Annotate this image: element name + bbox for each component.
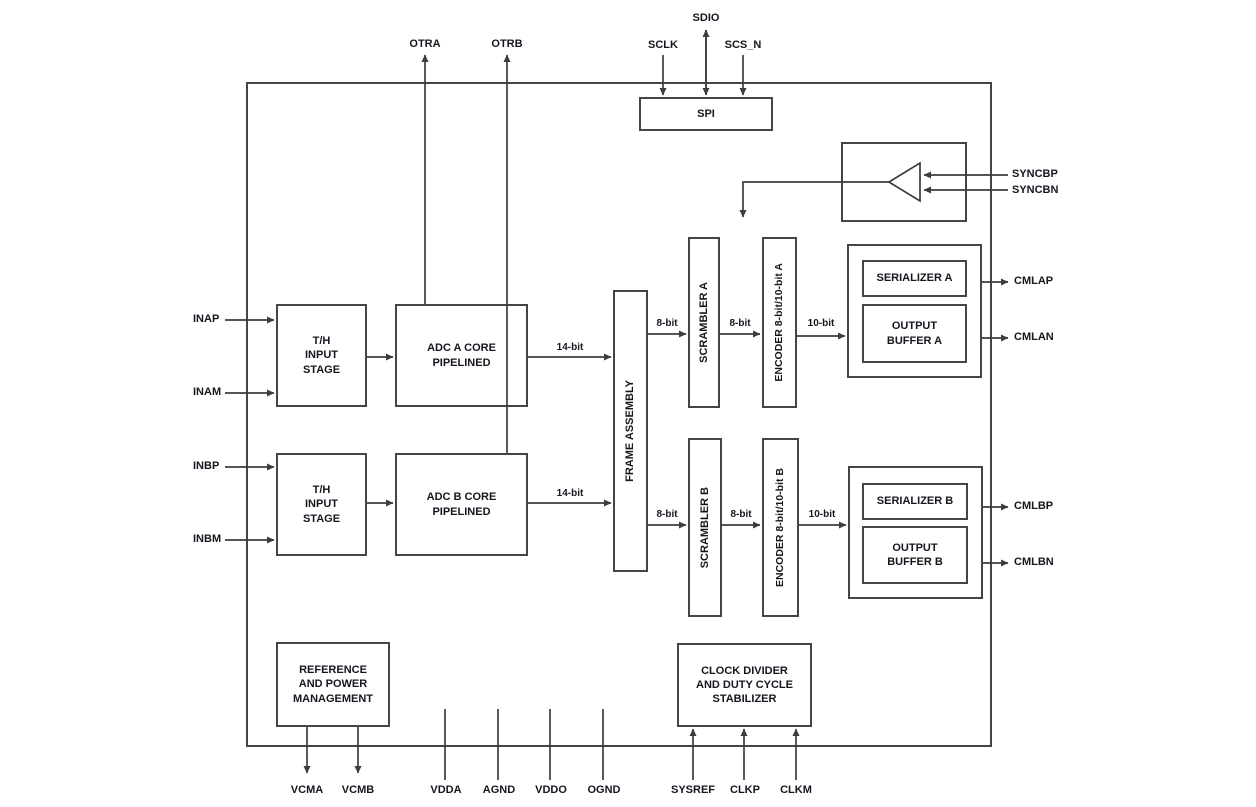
bus-adc-b-out: 14-bit — [556, 488, 584, 499]
serializer-b-block: SERIALIZER B — [862, 483, 968, 520]
pin-cmlan: CMLAN — [1014, 331, 1054, 343]
pin-otrb: OTRB — [491, 38, 523, 50]
reference-power-label: REFERENCE AND POWER MANAGEMENT — [292, 664, 374, 705]
adc-b-core-block: ADC B CORE PIPELINED — [395, 453, 528, 556]
pin-otra: OTRA — [409, 38, 441, 50]
th-input-stage-a-block: T/H INPUT STAGE — [276, 304, 367, 407]
bus-scrambler-a-out: 8-bit — [729, 318, 751, 329]
reference-power-block: REFERENCE AND POWER MANAGEMENT — [276, 642, 390, 727]
pin-clkp: CLKP — [730, 784, 760, 796]
pin-agnd: AGND — [482, 784, 516, 796]
scrambler-b-block: SCRAMBLER B — [688, 438, 722, 617]
clock-divider-label: CLOCK DIVIDER AND DUTY CYCLE STABILIZER — [696, 664, 793, 706]
pin-inam: INAM — [193, 386, 222, 398]
scrambler-b-label: SCRAMBLER B — [698, 486, 711, 569]
scrambler-a-label: SCRAMBLER A — [697, 282, 710, 363]
bus-frame-a-out: 8-bit — [656, 318, 678, 329]
frame-assembly-label: FRAME ASSEMBLY — [624, 380, 637, 482]
pin-syncbp: SYNCBP — [1012, 168, 1058, 180]
spi-label: SPI — [697, 107, 715, 120]
serializer-b-label: SERIALIZER B — [876, 495, 954, 508]
clock-divider-block: CLOCK DIVIDER AND DUTY CYCLE STABILIZER — [677, 643, 812, 727]
spi-block: SPI — [639, 97, 773, 131]
bus-encoder-a-out: 10-bit — [807, 318, 835, 329]
output-buffer-a-label: OUTPUT BUFFER A — [886, 320, 943, 347]
pin-inbp: INBP — [193, 460, 220, 472]
pin-clkm: CLKM — [780, 784, 812, 796]
serializer-a-label: SERIALIZER A — [876, 272, 953, 285]
syncb-buffer-box — [841, 142, 967, 222]
bus-adc-a-out: 14-bit — [556, 342, 584, 353]
bus-encoder-b-out: 10-bit — [808, 509, 836, 520]
output-buffer-a-block: OUTPUT BUFFER A — [862, 304, 967, 363]
serializer-a-block: SERIALIZER A — [862, 260, 967, 297]
pin-vcma: VCMA — [290, 784, 324, 796]
adc-a-core-block: ADC A CORE PIPELINED — [395, 304, 528, 407]
output-buffer-b-label: OUTPUT BUFFER B — [887, 541, 943, 568]
adc-b-core-label: ADC B CORE PIPELINED — [426, 491, 497, 518]
th-input-stage-b-label: T/H INPUT STAGE — [302, 484, 341, 525]
pin-vcmb: VCMB — [341, 784, 375, 796]
th-input-stage-a-label: T/H INPUT STAGE — [302, 335, 341, 376]
encoder-a-block: ENCODER 8-bit/10-bit A — [762, 237, 797, 408]
encoder-b-label: ENCODER 8-bit/10-bit B — [773, 467, 786, 587]
th-input-stage-b-block: T/H INPUT STAGE — [276, 453, 367, 556]
frame-assembly-block: FRAME ASSEMBLY — [613, 290, 648, 572]
pin-cmlbp: CMLBP — [1014, 500, 1054, 512]
pin-inbm: INBM — [193, 533, 222, 545]
encoder-b-block: ENCODER 8-bit/10-bit B — [762, 438, 799, 617]
chip-boundary — [246, 82, 992, 747]
pin-vddo: VDDO — [535, 784, 567, 796]
adc-a-core-label: ADC A CORE PIPELINED — [427, 342, 496, 369]
pin-sclk: SCLK — [648, 39, 678, 51]
pin-inap: INAP — [193, 313, 220, 325]
pin-sdio: SDIO — [692, 12, 720, 24]
bus-frame-b-out: 8-bit — [656, 509, 678, 520]
pin-sysref: SYSREF — [670, 784, 715, 796]
pin-vdda: VDDA — [430, 784, 462, 796]
pin-cmlap: CMLAP — [1014, 275, 1054, 287]
encoder-a-label: ENCODER 8-bit/10-bit A — [772, 263, 785, 382]
pin-cmlbn: CMLBN — [1014, 556, 1054, 568]
pin-scs-n: SCS_N — [724, 39, 762, 51]
pin-ognd: OGND — [587, 784, 621, 796]
bus-scrambler-b-out: 8-bit — [730, 509, 752, 520]
scrambler-a-block: SCRAMBLER A — [688, 237, 720, 408]
pin-syncbn: SYNCBN — [1012, 184, 1059, 196]
output-buffer-b-block: OUTPUT BUFFER B — [862, 526, 968, 584]
